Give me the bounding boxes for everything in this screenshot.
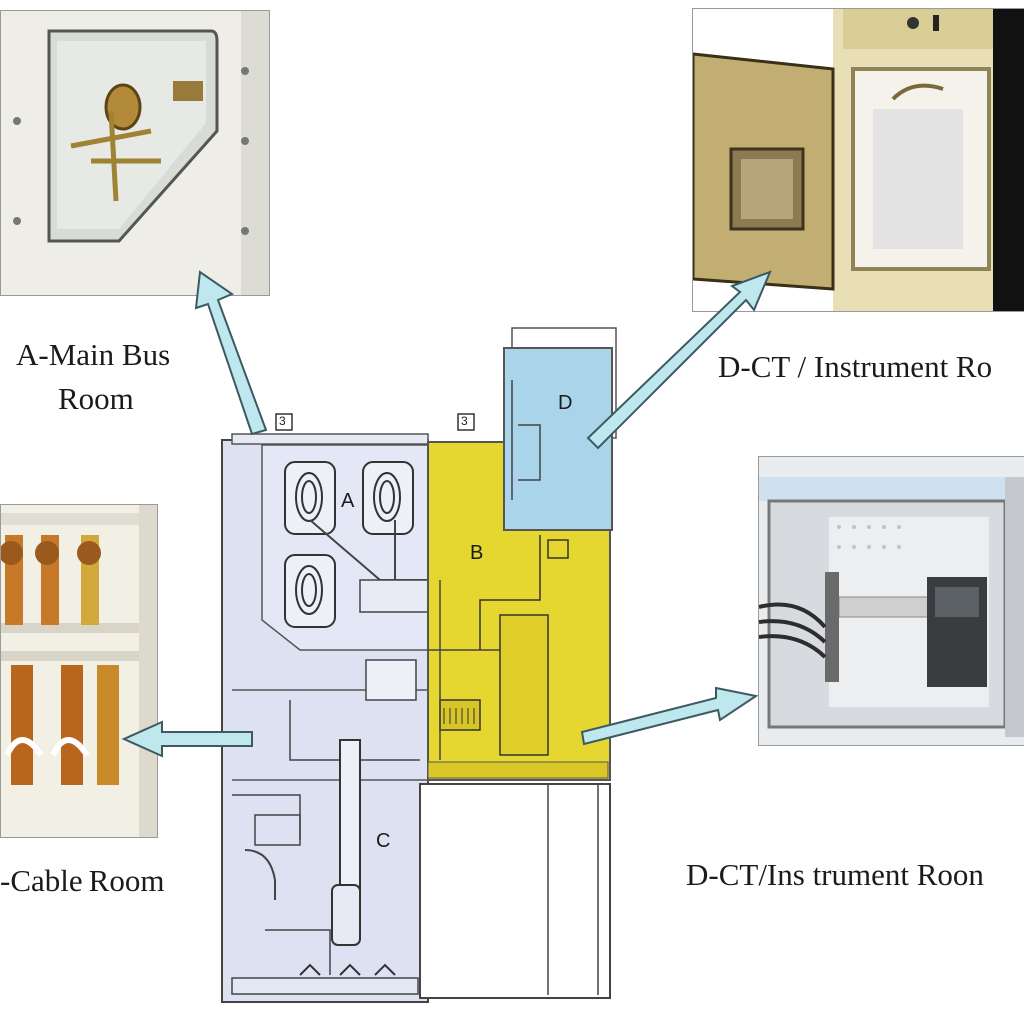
compartment-a-label: A xyxy=(341,490,355,512)
arrow-to-cable-room xyxy=(121,720,253,758)
ct-instrument-room-photo-top xyxy=(692,8,1024,312)
compartment-c-label: C xyxy=(376,830,391,852)
top-tag-left: 3 xyxy=(279,414,286,428)
main-bus-room-photo-drawing xyxy=(1,11,269,295)
ct-instrument-room-photo-top-drawing xyxy=(693,9,1024,311)
cable-room-label-part1: -Cable xyxy=(0,863,83,898)
compartment-b-label: B xyxy=(470,542,484,564)
compartment-d-label: D xyxy=(558,392,573,414)
cable-room-photo xyxy=(0,504,158,838)
ct-instrument-room-photo-bottom-drawing xyxy=(759,457,1024,745)
cable-room-label-part2: Room xyxy=(88,863,165,898)
ct-instrument-room-label-top: D-CT / Instrument Ro xyxy=(718,349,993,384)
main-bus-room-photo xyxy=(0,10,270,296)
arrow-to-ct-room-bottom xyxy=(580,686,759,746)
arrow-to-ct-room-top xyxy=(586,270,772,450)
top-tag-right: 3 xyxy=(461,414,468,428)
main-bus-room-label-line2: Room xyxy=(58,381,134,416)
cabinet-lower-right xyxy=(419,783,611,999)
arrow-to-main-bus-room xyxy=(194,270,268,436)
main-bus-room-label-line1: A-Main Bus xyxy=(16,337,171,372)
ct-instrument-room-label-bottom: D-CT/Ins trument Roon xyxy=(686,857,984,892)
cable-room-photo-drawing xyxy=(1,505,157,837)
ct-instrument-room-photo-bottom xyxy=(758,456,1024,746)
